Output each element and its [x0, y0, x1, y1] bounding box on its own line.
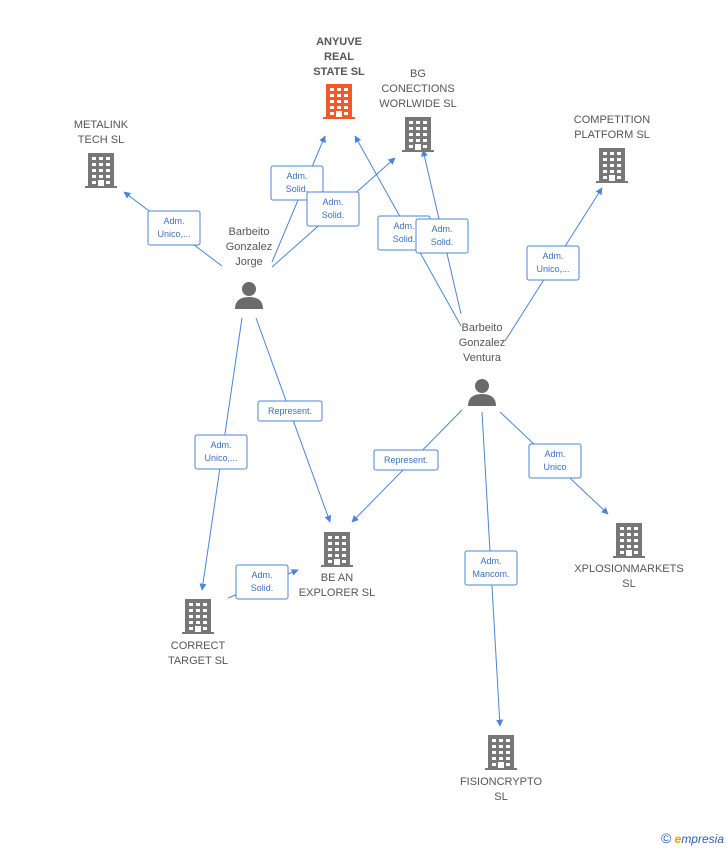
edge-label-box[interactable]: [194, 434, 248, 470]
building-icon[interactable]: [613, 523, 645, 558]
node-label: CONECTIONS: [381, 83, 454, 95]
footer-brand[interactable]: © empresia: [661, 830, 724, 846]
node-bg[interactable]: BG CONECTIONS WORLWIDE SL: [379, 68, 457, 152]
node-label: REAL: [324, 51, 354, 63]
edge-label-text: Adm.: [431, 224, 452, 234]
edge-label-text: Adm.: [163, 216, 184, 226]
building-icon[interactable]: [85, 153, 117, 188]
node-label: FISIONCRYPTO: [460, 776, 543, 788]
edge-label-text: Solid.: [393, 234, 416, 244]
edge-labels-layer: Adm. Unico,... Adm. Solid. Adm. Solid. Adm. Sol…: [147, 165, 582, 600]
edge-label-text: Adm.: [210, 440, 231, 450]
node-label: EXPLORER SL: [299, 587, 375, 599]
edge-label-text: Unico,...: [204, 453, 237, 463]
node-label: BG: [410, 68, 426, 80]
node-label: TECH SL: [78, 134, 124, 146]
edge-label-correct-explorer[interactable]: Adm. Solid.: [235, 564, 289, 600]
edge-label-text: Adm.: [251, 570, 272, 580]
edge-label-text: Unico,...: [157, 229, 190, 239]
edge-label-text: Represent.: [384, 455, 428, 465]
edge-label-text: Solid.: [322, 210, 345, 220]
node-fision[interactable]: FISIONCRYPTO SL: [460, 735, 543, 803]
node-metalink[interactable]: METALINK TECH SL: [74, 119, 129, 188]
edge-label-box[interactable]: [235, 564, 289, 600]
edge-label-text: Mancom.: [472, 569, 509, 579]
node-label: PLATFORM SL: [574, 129, 650, 141]
brand-logo-text: mpresia: [681, 832, 724, 846]
edge-label-text: Adm.: [544, 449, 565, 459]
building-icon[interactable]: [402, 117, 434, 152]
edge-label-box[interactable]: [464, 550, 518, 586]
edge-label-box[interactable]: [257, 400, 323, 422]
node-label: Barbeito: [229, 226, 270, 238]
edge-label-ventura-competition[interactable]: Adm. Unico,...: [526, 245, 580, 281]
edge-label-box[interactable]: [306, 191, 360, 227]
node-anyuve[interactable]: ANYUVE REAL STATE SL: [313, 36, 365, 119]
building-icon[interactable]: [321, 532, 353, 567]
node-label: Barbeito: [462, 322, 503, 334]
node-xplosion[interactable]: XPLOSIONMARKETS SL: [574, 523, 684, 590]
edge-label-text: Solid.: [251, 583, 274, 593]
edge-label-box[interactable]: [528, 443, 582, 479]
node-label: Jorge: [235, 256, 263, 268]
edge-label-jorge-bg[interactable]: Adm. Solid.: [306, 191, 360, 227]
node-label: Gonzalez: [459, 337, 505, 349]
building-icon[interactable]: [323, 84, 355, 119]
node-label: TARGET SL: [168, 655, 228, 667]
edge-label-box[interactable]: [147, 210, 201, 246]
node-correct[interactable]: CORRECT TARGET SL: [168, 599, 228, 667]
building-icon[interactable]: [182, 599, 214, 634]
edge-label-ventura-explorer[interactable]: Represent.: [373, 449, 439, 471]
edge-label-text: Unico: [543, 462, 566, 472]
node-label: SL: [622, 578, 635, 590]
edge-label-jorge-metalink[interactable]: Adm. Unico,...: [147, 210, 201, 246]
edge-label-text: Unico,...: [536, 264, 569, 274]
node-label: Gonzalez: [226, 241, 272, 253]
edge-label-text: Adm.: [286, 171, 307, 181]
copyright-icon: ©: [660, 830, 672, 846]
edge-label-text: Adm.: [542, 251, 563, 261]
edge-label-text: Adm.: [480, 556, 501, 566]
node-label: METALINK: [74, 119, 129, 131]
building-icon[interactable]: [596, 148, 628, 183]
edge-label-jorge-correct[interactable]: Adm. Unico,...: [194, 434, 248, 470]
node-label: WORLWIDE SL: [379, 98, 456, 110]
edge-label-ventura-bg[interactable]: Adm. Solid.: [415, 218, 469, 254]
edge-label-box[interactable]: [526, 245, 580, 281]
node-label: XPLOSIONMARKETS: [574, 563, 683, 575]
nodes-layer: ANYUVE REAL STATE SL BG CONECTIONS WORLWIDE S…: [74, 36, 684, 803]
node-label: CORRECT: [171, 640, 226, 652]
edge-label-box[interactable]: [415, 218, 469, 254]
edge-label-text: Adm.: [393, 221, 414, 231]
node-label: Ventura: [463, 352, 502, 364]
node-label: STATE SL: [313, 66, 365, 78]
brand-logo-initial: e: [674, 832, 682, 846]
edge-label-text: Solid.: [431, 237, 454, 247]
edge-label-text: Represent.: [268, 406, 312, 416]
person-icon[interactable]: [468, 379, 496, 406]
edge-label-text: Adm.: [322, 197, 343, 207]
node-explorer[interactable]: BE AN EXPLORER SL: [299, 532, 375, 599]
edge-label-box[interactable]: [373, 449, 439, 471]
building-icon[interactable]: [485, 735, 517, 770]
node-label: ANYUVE: [316, 36, 362, 48]
node-label: COMPETITION: [574, 114, 650, 126]
edge-label-jorge-explorer[interactable]: Represent.: [257, 400, 323, 422]
node-competition[interactable]: COMPETITION PLATFORM SL: [574, 114, 650, 183]
node-label: BE AN: [321, 572, 353, 584]
node-label: SL: [494, 791, 507, 803]
edge-label-text: Solid.: [286, 184, 309, 194]
edge-label-ventura-fision[interactable]: Adm. Mancom.: [464, 550, 518, 586]
person-icon[interactable]: [235, 282, 263, 309]
edge-label-ventura-xplosion[interactable]: Adm. Unico: [528, 443, 582, 479]
